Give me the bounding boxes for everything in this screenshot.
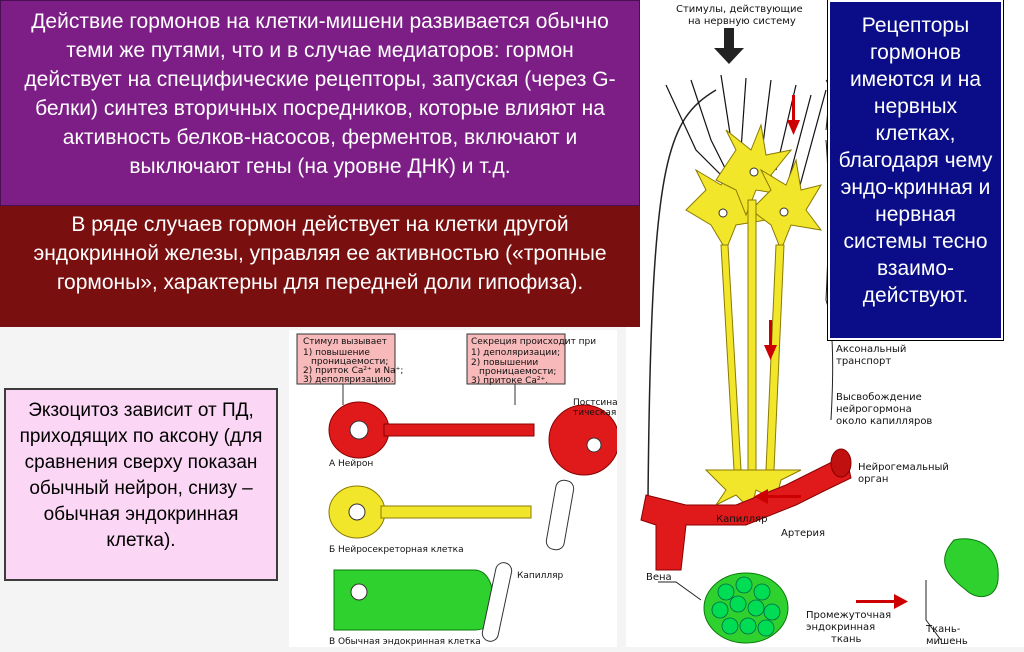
axonal-label-1: Аксональный	[836, 344, 906, 355]
neuron-a	[328, 401, 620, 476]
artery-label: Артерия	[781, 528, 825, 539]
neurosecretory-label: Б Нейросекреторная клетка	[329, 545, 464, 555]
tissue-label-2: эндокринная	[806, 622, 875, 633]
stimuli-arrow-shaft	[724, 28, 734, 50]
release-label-1: Высвобождение	[836, 392, 922, 403]
box2-line-4: 3) притоке Ca²⁺.	[471, 376, 548, 386]
left-text-box: Экзоцитоз зависит от ПД, приходящих по а…	[4, 388, 278, 581]
tissue-label-1: Промежуточная	[806, 610, 891, 621]
middle-text-box: В ряде случаев гормон действует на клетк…	[0, 206, 640, 327]
neurosecretory-cell	[328, 479, 575, 551]
target-cell-label: Постсинап-	[573, 398, 617, 408]
box1-line-4: 3) деполяризацию.	[303, 375, 394, 385]
release-label-3: около капилляров	[836, 416, 932, 427]
stimuli-label-2: на нервную систему	[688, 16, 796, 27]
neurohemal-label-1: Нейрогемальный	[858, 462, 949, 473]
axons	[720, 199, 785, 471]
box1-line-1: Стимул вызывает	[303, 337, 387, 347]
top-text-box: Действие гормонов на клетки-мишени разви…	[0, 0, 640, 206]
target-tissue	[944, 538, 999, 598]
axonal-label-2: транспорт	[836, 356, 891, 367]
box2-line-1: Секреция происходит при	[471, 337, 596, 347]
svg-text:тическая клетка: тическая клетка	[573, 408, 617, 418]
box2-line-2: 1) деполяризации;	[471, 348, 560, 358]
stimuli-arrow-head	[714, 48, 744, 64]
endocrine-cell	[333, 562, 513, 642]
target-label-1: Ткань-	[925, 624, 961, 635]
right-text-box: Рецепторы гормонов имеются и на нервных …	[827, 0, 1004, 341]
vein-label: Вена	[646, 572, 672, 583]
artery-end	[830, 448, 852, 478]
cell-comparison-diagram: Стимул вызывает 1) повышение проницаемос…	[296, 333, 652, 647]
stimulus-box	[296, 333, 396, 385]
box2-line-3: 2) повышении	[471, 358, 538, 368]
capillary-label: Капилляр	[716, 514, 767, 525]
neuron-label: А Нейрон	[329, 459, 373, 469]
body-outline	[647, 89, 717, 501]
secretion-box	[466, 333, 566, 385]
svg-text:проницаемости;: проницаемости;	[479, 367, 556, 377]
box1-line-3: 2) приток Ca²⁺ и Na⁺;	[303, 366, 403, 376]
release-label-2: нейрогормона	[836, 404, 912, 415]
neurosecretion-diagram: Стимулы, действующие на нервную систему	[640, 4, 999, 647]
box1-line-2: 1) повышение	[303, 348, 370, 358]
tissue-label-3: ткань	[831, 634, 862, 645]
endocrine-label: В Обычная эндокринная клетка	[329, 637, 481, 647]
svg-text:проницаемости;: проницаемости;	[311, 357, 388, 367]
stimuli-label-1: Стимулы, действующие	[676, 4, 803, 15]
capillary-b-label: Капилляр	[517, 571, 564, 581]
target-label-2: мишень	[926, 636, 968, 647]
endocrine-tissue	[703, 572, 789, 644]
cell-comparison-figure: Стимул вызывает 1) повышение проницаемос…	[289, 330, 652, 647]
neurohemal-label-2: орган	[858, 474, 888, 485]
flow-arrows	[754, 95, 908, 609]
